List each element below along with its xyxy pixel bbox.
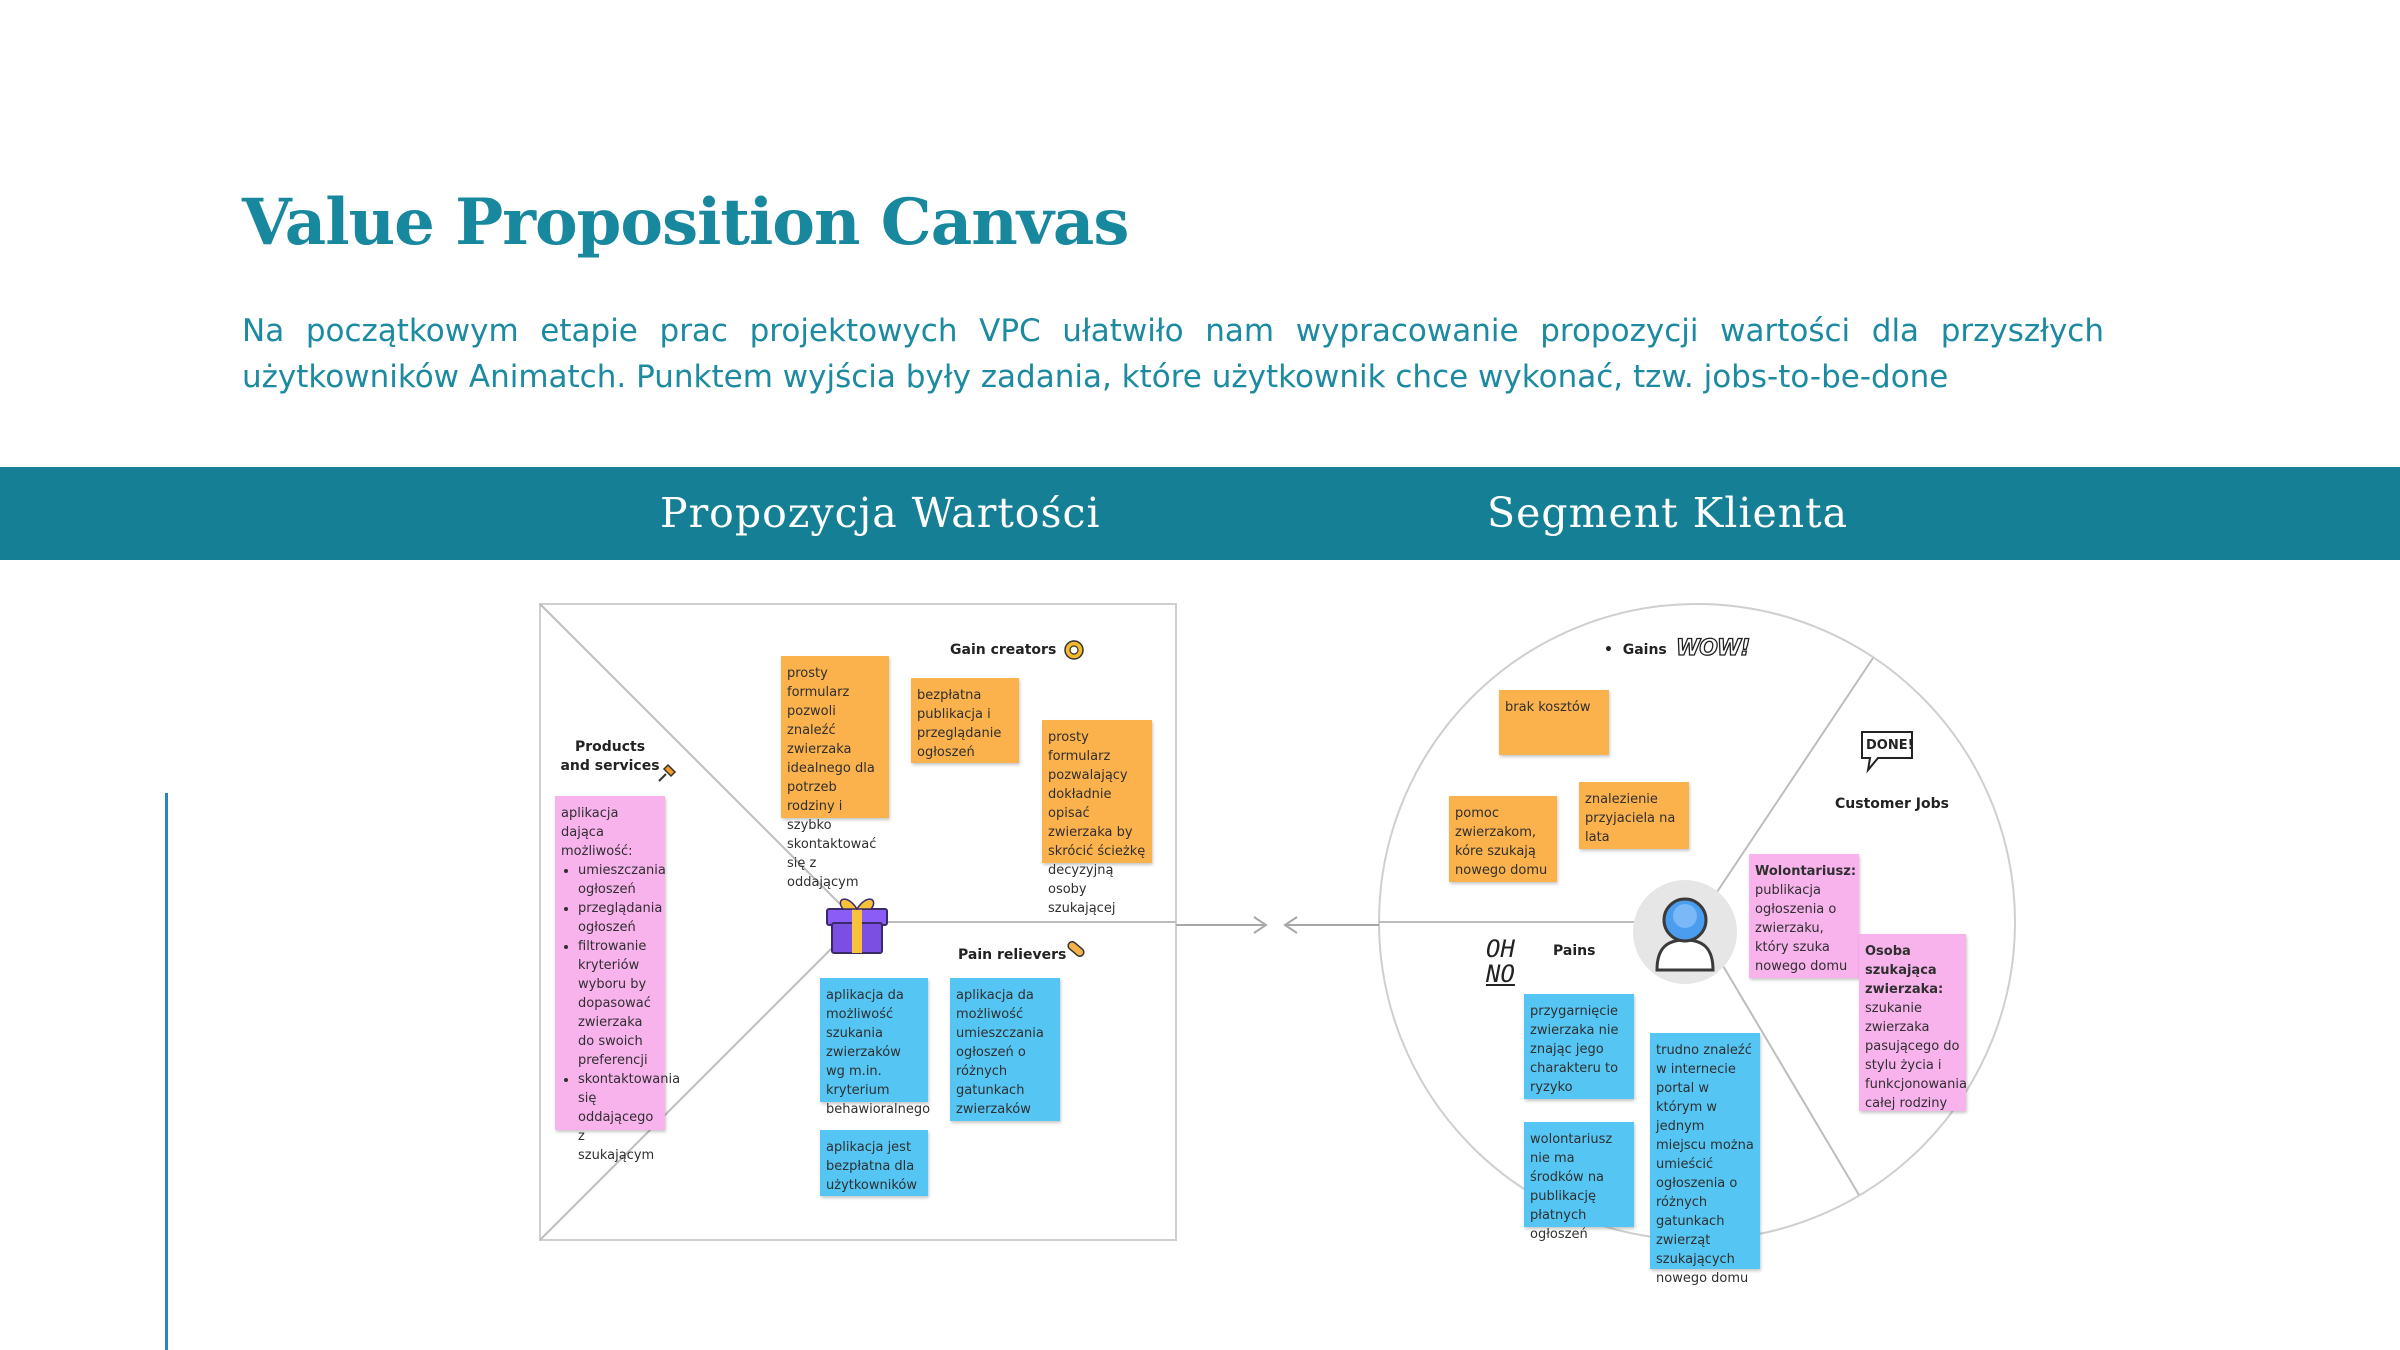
pain-note-3: trudno znaleźć w internecie portal w któ…: [1650, 1033, 1760, 1286]
page-title: Value Proposition Canvas: [242, 185, 1129, 260]
done-speech-bubble-icon: [1861, 731, 1913, 774]
job-note-text: publikacja ogłoszenia o zwierzaku, który…: [1755, 883, 1848, 974]
value-map-diagonal-bottom: [539, 921, 859, 1241]
products-label: Products and services: [560, 739, 660, 774]
products-item: przeglądania ogłoszeń: [578, 899, 662, 937]
done-text: DONE!: [1866, 738, 1914, 753]
customer-jobs-label: Customer Jobs: [1835, 796, 1949, 812]
section-band: Propozycja Wartości Segment Klienta: [0, 467, 2400, 560]
gain-note-3: znalezienie przyjaciela na lata: [1579, 782, 1689, 849]
wow-icon: WOW!: [1675, 635, 1751, 661]
gain-creators-label: Gain creators: [950, 642, 1057, 658]
customer-profile-line-top: [1696, 657, 1874, 923]
gift-icon: [826, 898, 888, 954]
gain-note-1: brak kosztów: [1499, 690, 1609, 755]
products-item: umieszczania ogłoszeń: [578, 861, 666, 899]
pain-note-1: przygarnięcie zwierzaka nie znając jego …: [1524, 994, 1634, 1099]
gains-label-text: Gains: [1622, 642, 1667, 658]
products-item: filtrowanie kryteriów wyboru by dopasowa…: [578, 937, 659, 1070]
sun-badge-icon: [1064, 640, 1084, 660]
products-item: skontaktowania się oddającego z szukając…: [578, 1070, 680, 1165]
gain-creator-note-1: prosty formularz pozwoli znaleźć zwierza…: [781, 656, 889, 890]
gain-creator-note-2: bezpłatna publikacja i przeglądanie ogło…: [911, 678, 1019, 763]
bandage-icon: [1067, 941, 1085, 957]
pin-icon: [658, 763, 677, 782]
pain-reliever-note-2: aplikacja da możliwość umieszczania ogło…: [950, 978, 1060, 1121]
job-note-title: Osoba szukająca zwierzaka:: [1865, 944, 1944, 997]
band-label-segment: Segment Klienta: [1487, 489, 1849, 537]
gain-creator-note-3: prosty formularz pozwalający dokładnie o…: [1042, 720, 1152, 916]
gain-note-2: pomoc zwierzakom, kóre szukają nowego do…: [1449, 796, 1557, 882]
oh-no-icon: OH NO: [1486, 937, 1515, 987]
pain-reliever-note-1: aplikacja da możliwość szukania zwierzak…: [820, 978, 930, 1117]
pains-label: Pains: [1553, 943, 1596, 959]
user-avatar-icon: [1633, 880, 1737, 984]
job-note-text: szukanie zwierzaka pasującego do stylu ż…: [1865, 1001, 1967, 1111]
band-label-value: Propozycja Wartości: [660, 489, 1101, 537]
value-map-diagonal-top: [539, 603, 859, 923]
job-note-1: Wolontariusz: publikacja ogłoszenia o zw…: [1749, 854, 1859, 978]
products-intro: aplikacja dająca możliwość:: [561, 806, 633, 859]
pain-reliever-note-3: aplikacja jest bezpłatna dla użytkownikó…: [820, 1130, 928, 1196]
pain-note-2: wolontariusz nie ma środków na publikacj…: [1524, 1122, 1634, 1242]
fit-arrow-right-head: [1253, 916, 1268, 934]
gains-label: • Gains: [1604, 642, 1667, 658]
customer-profile-line-bottom: [1696, 921, 1860, 1196]
no-text: NO: [1486, 960, 1515, 988]
fit-arrow-left-head: [1283, 916, 1298, 934]
products-note: aplikacja dająca możliwość: umieszczania…: [555, 796, 680, 1163]
job-note-title: Wolontariusz:: [1755, 864, 1857, 879]
pain-relievers-label: Pain relievers: [958, 947, 1067, 963]
left-accent-line: [165, 793, 168, 1350]
intro-paragraph: Na początkowym etapie prac projektowych …: [242, 313, 2104, 395]
oh-text: OH: [1486, 935, 1515, 963]
products-list: umieszczania ogłoszeń przeglądania ogłos…: [561, 861, 680, 1165]
job-note-2: Osoba szukająca zwierzaka: szukanie zwie…: [1859, 934, 1967, 1111]
